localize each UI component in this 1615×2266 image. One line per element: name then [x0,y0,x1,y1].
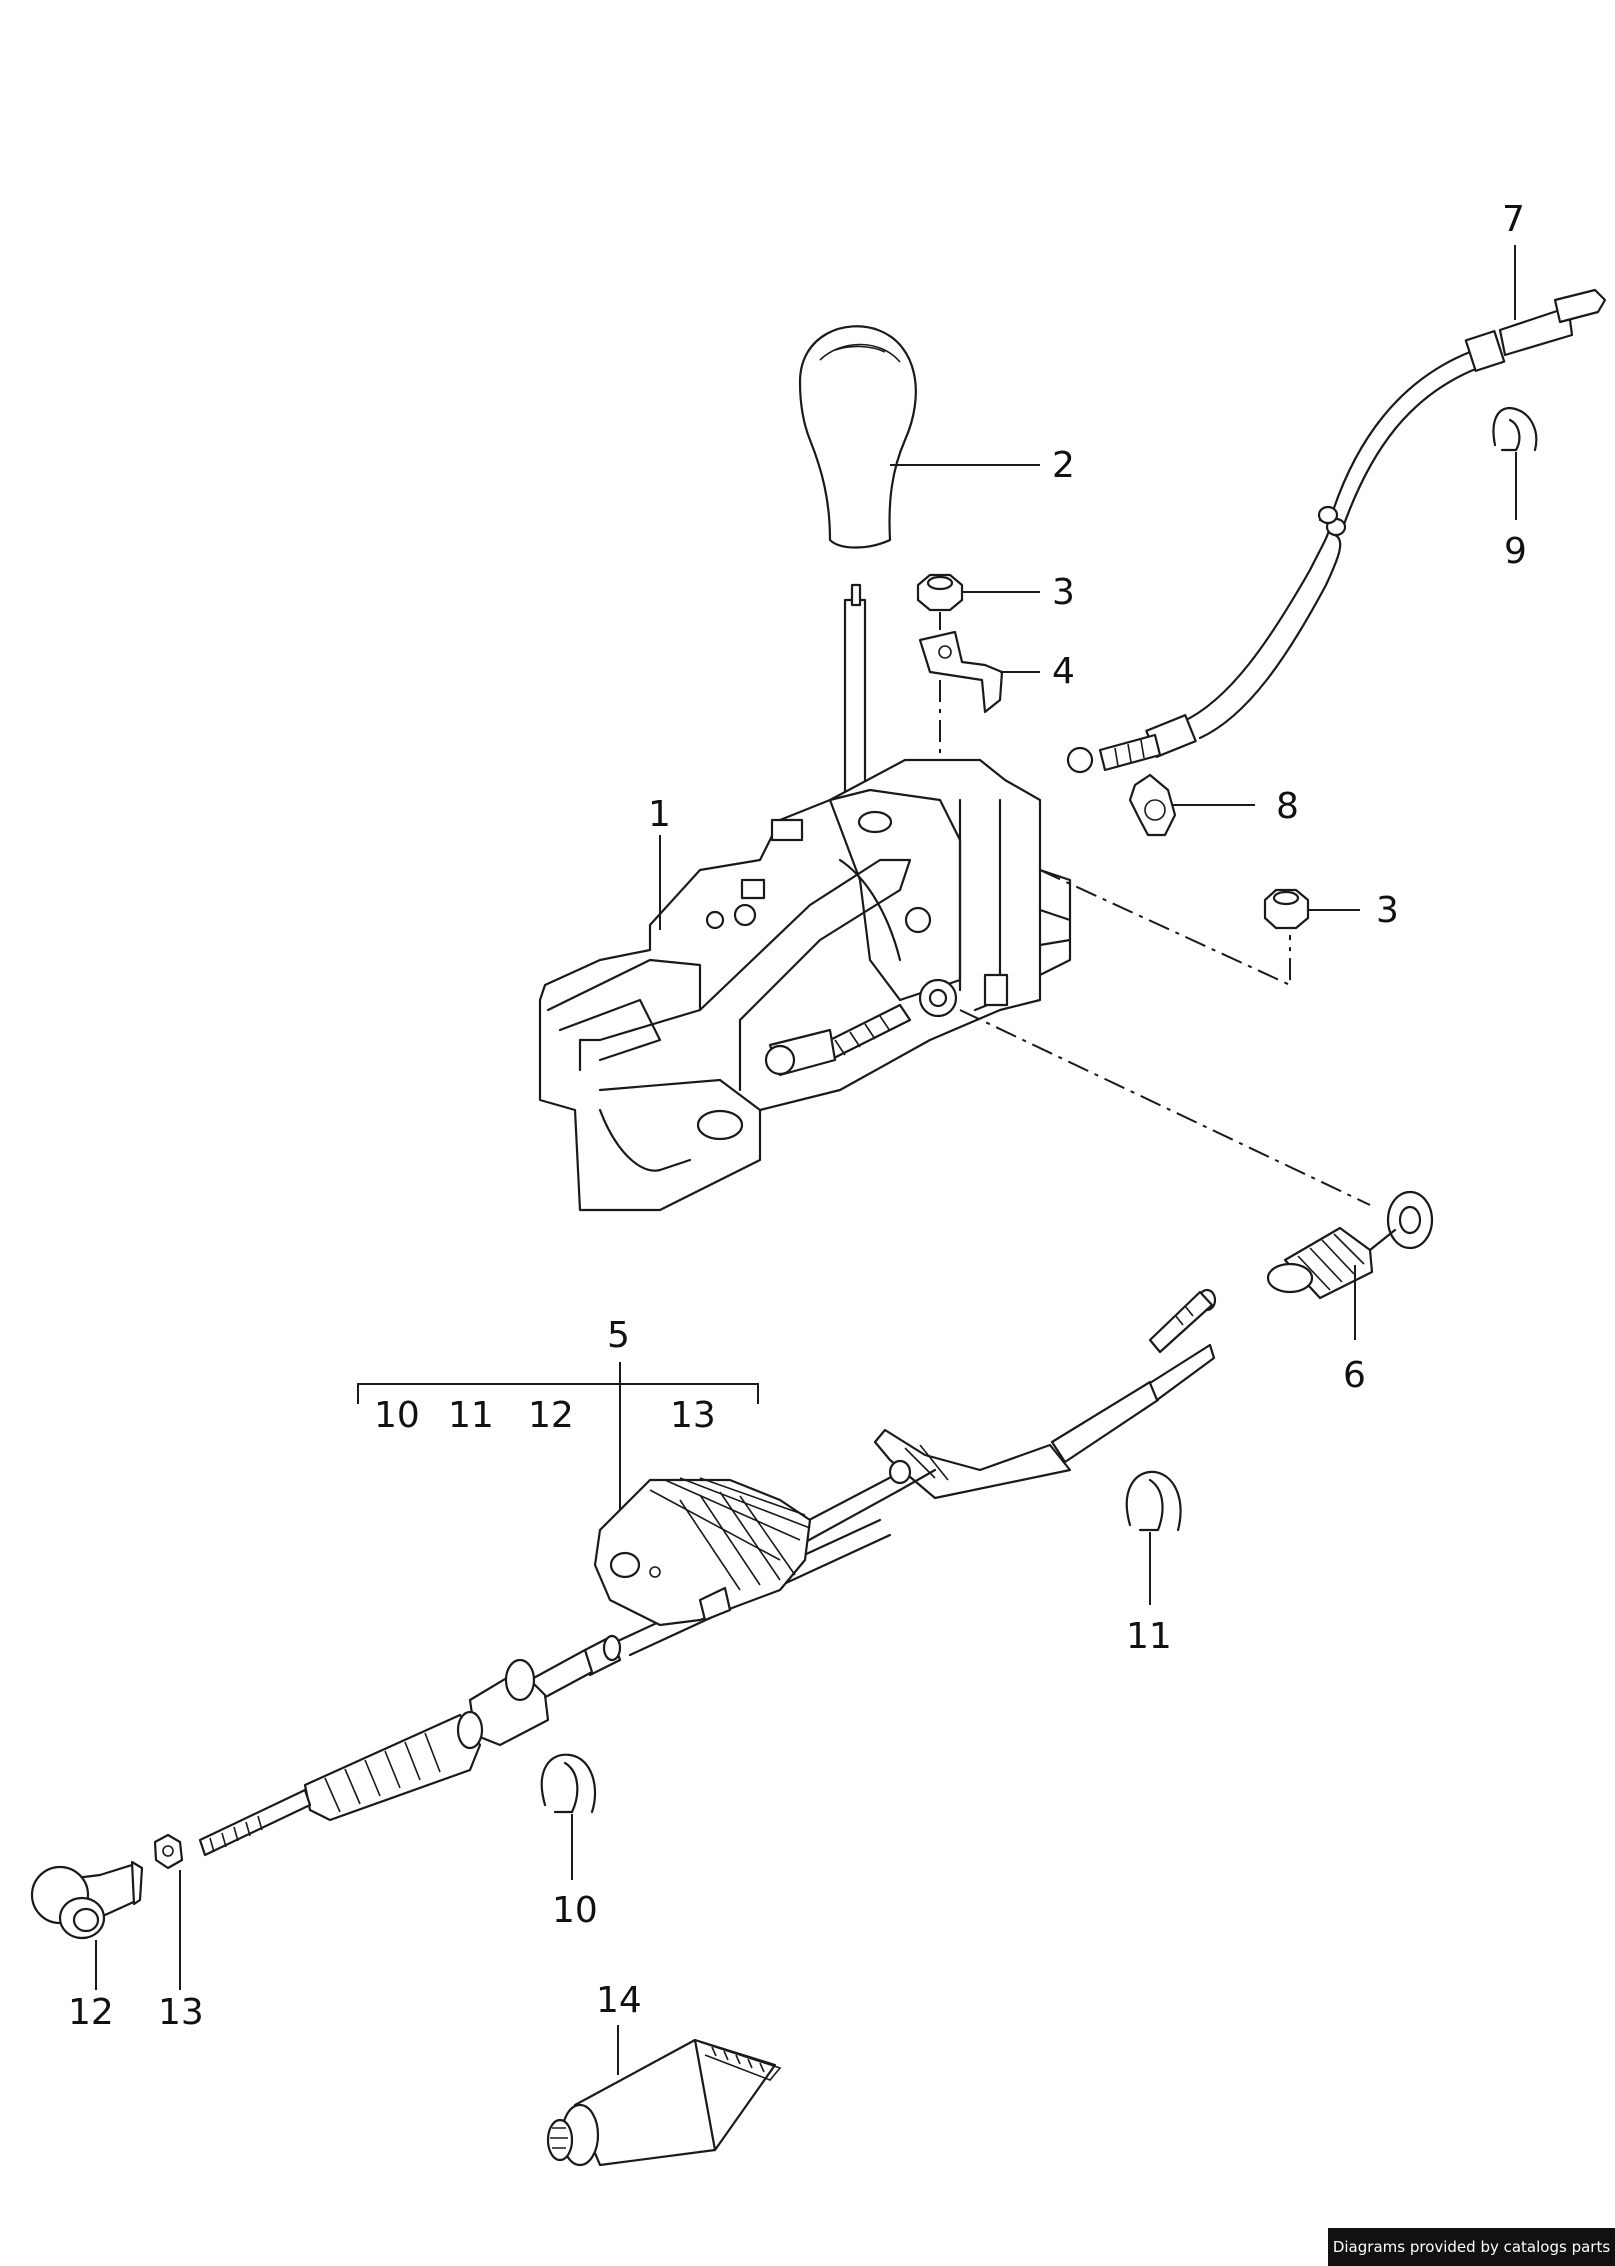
callout-12: 12 [68,1992,114,2033]
selector-cable [1066,288,1607,774]
nut-upper [916,573,964,612]
grease-tube [546,2038,782,2167]
nut-right [1263,888,1310,930]
clip-10 [540,1753,597,1814]
nut-13 [153,1833,184,1870]
callout-14: 14 [596,1980,642,2021]
callout-2: 2 [1052,445,1075,486]
clip-9 [1492,406,1538,452]
callout-13: 13 [158,1992,204,2033]
callout-8: 8 [1276,786,1299,827]
shift-cable [198,1288,1217,1857]
callout-4: 4 [1052,651,1075,692]
ball-socket-end [30,1860,144,1940]
shift-knob [798,325,917,549]
kit-5-item-12: 12 [528,1395,574,1436]
shifter-housing [538,583,1072,1212]
kit-5-item-11: 11 [448,1395,494,1436]
callout-10: 10 [552,1890,598,1931]
callout-11: 11 [1126,1616,1172,1657]
cable-clamp [1128,773,1177,837]
callout-7: 7 [1502,199,1525,240]
callout-9: 9 [1504,531,1527,572]
kit-5-bracket [357,1383,759,1404]
bracket [918,630,1004,714]
clip-11 [1125,1470,1182,1532]
callout-3b: 3 [1376,890,1399,931]
ball-socket [1266,1190,1434,1300]
kit-5-item-13: 13 [670,1395,716,1436]
callout-6: 6 [1343,1355,1366,1396]
callout-1: 1 [648,794,671,835]
callout-3a: 3 [1052,572,1075,613]
credit-banner: Diagrams provided by catalogs parts [1328,2228,1615,2266]
kit-5-item-10: 10 [374,1395,420,1436]
callout-5: 5 [607,1315,630,1356]
